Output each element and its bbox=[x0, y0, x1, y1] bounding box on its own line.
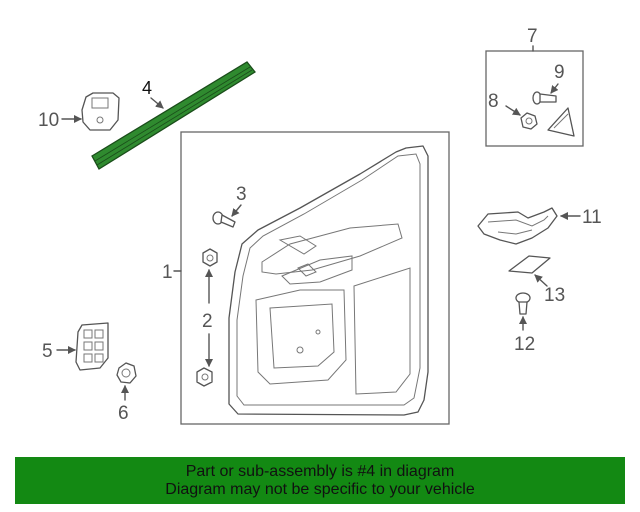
weatherstrip-part-4[interactable] bbox=[91, 61, 256, 170]
callout-2: 2 bbox=[202, 311, 213, 332]
clip-pin-part-12[interactable] bbox=[515, 292, 531, 315]
callout-13: 13 bbox=[544, 285, 565, 306]
fastener-part-2-lower[interactable] bbox=[196, 367, 213, 387]
grommet-part-8[interactable] bbox=[520, 112, 538, 130]
callout-4-arrow bbox=[150, 97, 164, 109]
callout-3-arrow bbox=[231, 204, 242, 217]
screw-part-3[interactable] bbox=[212, 211, 236, 228]
door-trim-box bbox=[180, 131, 450, 425]
callout-8: 8 bbox=[488, 91, 499, 112]
callout-9-arrow bbox=[550, 83, 559, 94]
banner-line-2: Diagram may not be specific to your vehi… bbox=[165, 480, 475, 498]
callout-5: 5 bbox=[42, 341, 53, 362]
callout-11: 11 bbox=[582, 207, 602, 228]
callout-1: 1 bbox=[162, 262, 173, 283]
pad-part-13[interactable] bbox=[508, 255, 551, 274]
bolt-part-9[interactable] bbox=[532, 91, 557, 105]
switch-bracket-part-5[interactable] bbox=[75, 322, 109, 371]
parts-diagram: 4 10 1 3 2 bbox=[38, 26, 602, 425]
door-trim-panel-part-1[interactable] bbox=[228, 145, 429, 416]
callout-12: 12 bbox=[514, 334, 535, 355]
bracket-part-11[interactable] bbox=[477, 207, 558, 245]
info-banner: Part or sub-assembly is #4 in diagram Di… bbox=[15, 457, 625, 504]
callout-8-arrow bbox=[505, 105, 521, 116]
callout-7: 7 bbox=[527, 26, 538, 47]
callout-6: 6 bbox=[118, 403, 129, 424]
banner-line-1: Part or sub-assembly is #4 in diagram bbox=[185, 462, 455, 480]
callout-9: 9 bbox=[554, 62, 565, 83]
nut-part-6[interactable] bbox=[116, 362, 137, 384]
callout-13-arrow bbox=[534, 274, 548, 287]
callout-10: 10 bbox=[38, 110, 59, 131]
callout-3: 3 bbox=[236, 184, 247, 205]
callout-4: 4 bbox=[142, 78, 152, 98]
wedge-cover bbox=[547, 107, 575, 137]
hardware-kit-box-part-7[interactable] bbox=[485, 50, 584, 147]
clip-part-10[interactable] bbox=[81, 92, 120, 131]
fastener-part-2-upper[interactable] bbox=[202, 248, 218, 267]
